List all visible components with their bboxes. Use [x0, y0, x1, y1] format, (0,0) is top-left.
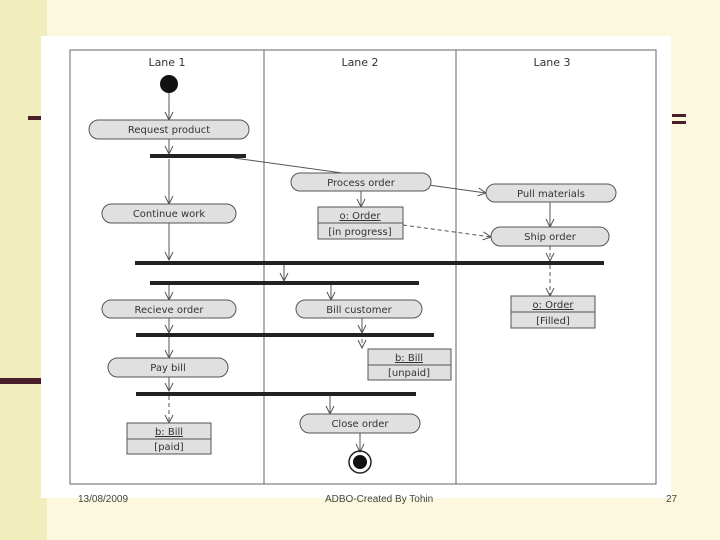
object-bill-unpaid-state: [unpaid] [388, 368, 430, 379]
footer-date: 13/08/2009 [78, 494, 129, 505]
activity-continue-work-label: Continue work [133, 209, 206, 220]
lane-1-label: Lane 1 [148, 56, 185, 69]
object-bill-paid-name: b: Bill [155, 427, 183, 438]
fork-bar-2 [150, 281, 419, 285]
object-order-in-progress [317, 206, 404, 240]
final-node-outer [348, 450, 372, 474]
activity-bill-customer [295, 299, 423, 319]
activity-recieve-order-label: Recieve order [135, 305, 205, 316]
fork-bar-1 [150, 154, 246, 158]
diagram-frame [69, 49, 657, 485]
lane-3-label: Lane 3 [533, 56, 570, 69]
footer-page-number: 27 [666, 494, 678, 505]
activity-process-order-label: Process order [327, 178, 396, 189]
side-panel [0, 0, 47, 540]
activity-recieve-order [101, 299, 237, 319]
object-bill-unpaid [367, 348, 452, 381]
activity-pull-materials [485, 183, 617, 203]
side-accent-line [0, 378, 45, 384]
initial-node [160, 75, 178, 93]
activity-bill-customer-label: Bill customer [326, 305, 392, 316]
join-bar-2 [136, 333, 434, 337]
activity-pull-materials-label: Pull materials [517, 189, 585, 200]
fork-bar-3 [136, 392, 416, 396]
activity-close-order-label: Close order [331, 419, 389, 430]
activity-ship-order-label: Ship order [524, 232, 577, 243]
activity-close-order [299, 413, 421, 434]
activity-request-product [88, 119, 250, 140]
object-bill-paid-state: [paid] [154, 442, 184, 453]
object-order-filled [510, 295, 596, 329]
footer-author: ADBO-Created By Tohin [325, 494, 434, 505]
activity-process-order [290, 172, 432, 192]
activity-continue-work [101, 203, 237, 224]
flow-order-object-to-ship [402, 224, 491, 237]
activity-pay-bill [107, 357, 229, 378]
object-order-in-progress-name: o: Order [339, 211, 381, 222]
object-order-filled-state: [Filled] [536, 316, 570, 327]
final-node-inner [353, 455, 367, 469]
object-order-in-progress-state: [in progress] [328, 227, 391, 238]
title-rule-left [28, 116, 42, 120]
title-rule-right [672, 114, 686, 117]
join-bar-1 [135, 261, 604, 265]
title-rule-right-lower [672, 121, 686, 124]
object-order-filled-name: o: Order [532, 300, 574, 311]
activity-ship-order [490, 226, 610, 247]
lane-2-label: Lane 2 [341, 56, 378, 69]
object-bill-paid [126, 422, 212, 455]
activity-pay-bill-label: Pay bill [150, 363, 186, 374]
object-bill-unpaid-name: b: Bill [395, 353, 423, 364]
activity-request-product-label: Request product [128, 125, 210, 136]
